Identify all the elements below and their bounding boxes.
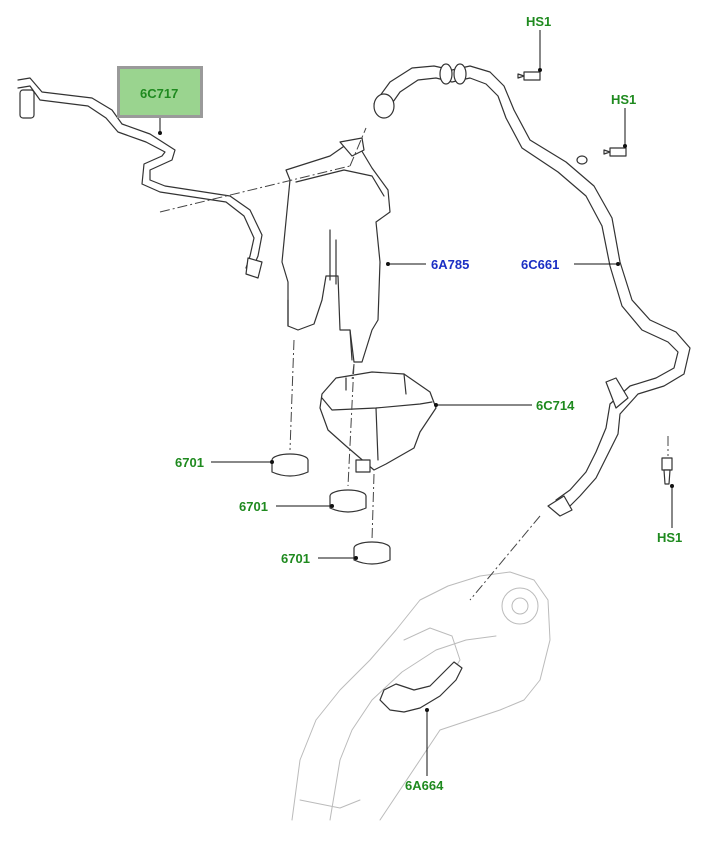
label-6701-a[interactable]: 6701 [175,455,204,470]
expansion-tank-part[interactable] [319,371,437,473]
label-hs1-top[interactable]: HS1 [526,14,552,29]
bolt-part-mid[interactable] [603,147,627,157]
label-hs1-bot[interactable]: HS1 [657,530,683,545]
label-hs1-mid[interactable]: HS1 [611,92,637,107]
vent-tube-part[interactable] [17,77,263,279]
label-6c717[interactable]: 6C717 [140,86,179,101]
bolt-part-top[interactable] [517,71,541,81]
cap-part-a[interactable] [271,453,309,477]
label-6701-b[interactable]: 6701 [239,499,268,514]
coolant-hose-part[interactable] [373,63,691,517]
label-6701-c[interactable]: 6701 [281,551,310,566]
label-6a785[interactable]: 6A785 [431,257,470,272]
highlighted-part-box[interactable]: 6C717 [117,66,203,118]
leader-dots [158,68,674,712]
alignment-lines [159,127,669,601]
label-6c661[interactable]: 6C661 [521,257,560,272]
turbo-engine-part[interactable] [291,571,551,821]
leader-lines [159,30,673,776]
cap-part-b[interactable] [329,489,367,513]
label-6a664[interactable]: 6A664 [405,778,444,793]
label-6c714[interactable]: 6C714 [536,398,575,413]
cap-part-c[interactable] [353,541,391,565]
reservoir-part[interactable] [281,137,391,363]
turbo-hose-part[interactable] [379,661,463,713]
bolt-part-bot[interactable] [661,457,673,485]
